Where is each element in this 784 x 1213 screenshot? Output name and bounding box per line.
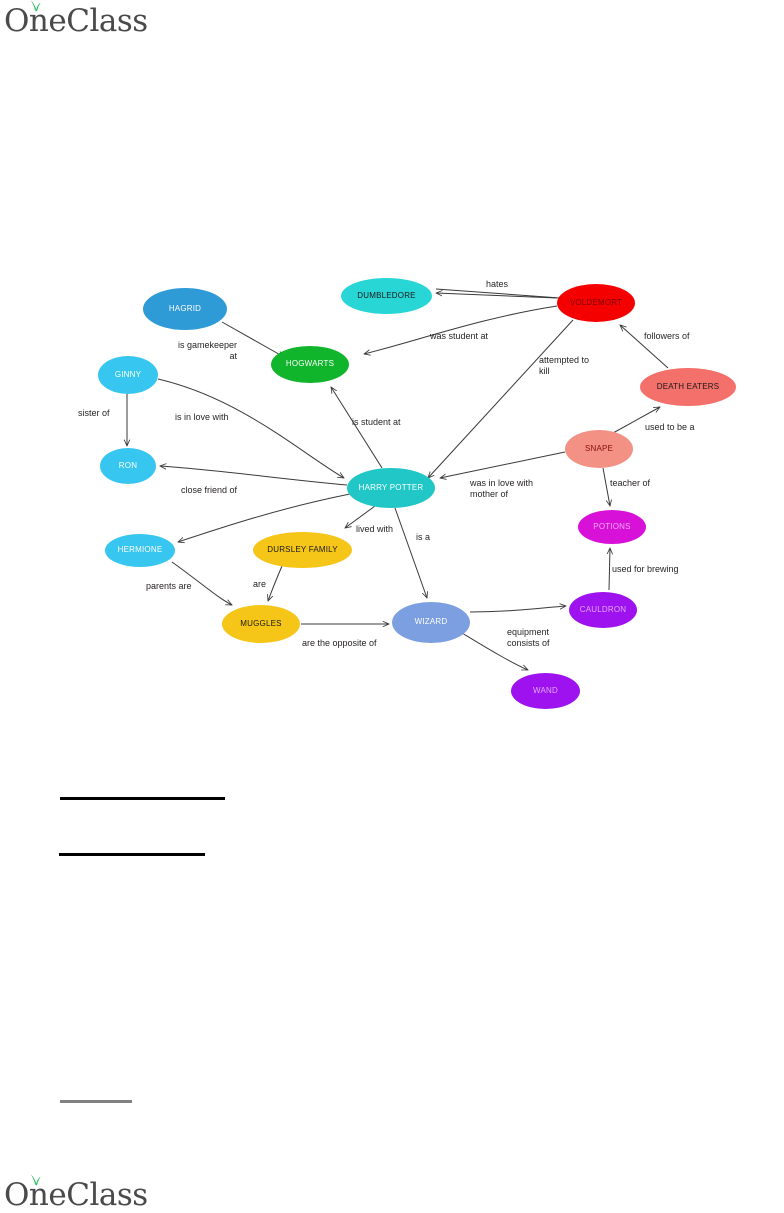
edge-voldemort-dumbledore <box>436 293 558 299</box>
redaction-rule-3 <box>60 1100 132 1103</box>
edge-label-parents-are: parents are <box>146 581 192 591</box>
edge-harry-wizard <box>394 507 427 598</box>
leaf-icon <box>30 1174 41 1186</box>
node-label: WAND <box>533 685 558 695</box>
node-label: HOGWARTS <box>285 359 335 369</box>
node-ron[interactable]: RON <box>100 448 156 484</box>
node-label: HERMIONE <box>117 545 163 555</box>
oneclass-wordmark: OneClass <box>4 3 148 39</box>
node-ginny[interactable]: GINNY <box>98 356 158 394</box>
edge-label-attempted-to-kill: attempted to kill <box>539 355 590 376</box>
edge-label-was-in-love-with-mother-of: was in love with mother of <box>470 478 534 499</box>
edge-label-hates: hates <box>486 279 509 289</box>
node-hermione[interactable]: HERMIONE <box>105 534 175 567</box>
node-label: POTIONS <box>593 521 631 531</box>
edge-label-is-in-love-with: is in love with <box>175 412 229 422</box>
edge-label-is-a: is a <box>416 532 431 542</box>
edge-ginny-harry <box>157 378 344 478</box>
edge-cauldron-potions <box>609 548 610 591</box>
redaction-rule-2 <box>59 853 205 856</box>
node-voldemort[interactable]: VOLDEMORT <box>557 284 635 322</box>
node-death-eaters[interactable]: DEATH EATERS <box>640 368 736 406</box>
edge-label-sister-of: sister of <box>78 408 110 418</box>
oneclass-wordmark: OneClass <box>4 1177 148 1213</box>
node-hogwarts[interactable]: HOGWARTS <box>271 346 349 383</box>
edge-label-used-to-be-a: used to be a <box>645 422 695 432</box>
redaction-rule-1 <box>60 797 225 800</box>
node-harry-potter[interactable]: HARRY POTTER <box>347 468 435 508</box>
edge-snape-harry <box>440 451 566 478</box>
edge-label-was-student-at: was student at <box>430 331 489 341</box>
node-label: SNAPE <box>584 443 614 453</box>
edge-label-used-for-brewing: used for brewing <box>612 564 679 574</box>
node-label: HARRY POTTER <box>358 482 424 492</box>
edge-voldemort-harry <box>428 319 574 478</box>
oneclass-logo-header: OneClass <box>4 0 148 39</box>
node-label: DUMBLEDORE <box>357 290 416 300</box>
node-snape[interactable]: SNAPE <box>565 430 633 468</box>
edge-wizard-cauldron <box>469 606 566 613</box>
edge-dursley-muggles <box>268 565 283 601</box>
node-hagrid[interactable]: HAGRID <box>143 288 227 330</box>
node-muggles[interactable]: MUGGLES <box>222 605 300 643</box>
edge-label-equipment-consists-of: equipment consists of <box>507 627 550 648</box>
node-label: CAULDRON <box>579 604 627 614</box>
node-wizard[interactable]: WIZARD <box>392 602 470 643</box>
edge-label-are: are <box>253 579 267 589</box>
edge-label-lived-with: lived with <box>356 524 394 534</box>
edge-label-is-gamekeeper-at: is gamekeeper at <box>177 340 237 361</box>
node-label: RON <box>118 460 138 470</box>
edge-label-close-friend-of: close friend of <box>181 485 238 495</box>
node-dursley-family[interactable]: DURSLEY FAMILY <box>253 532 352 568</box>
edge-label-is-student-at: is student at <box>352 417 401 427</box>
node-label: GINNY <box>114 369 142 379</box>
oneclass-logo-footer: OneClass <box>4 1174 148 1213</box>
edge-voldemort-dumbledore-2 <box>435 288 561 299</box>
node-label: HAGRID <box>168 303 202 313</box>
node-wand[interactable]: WAND <box>511 673 580 709</box>
leaf-icon <box>30 0 41 12</box>
node-label: MUGGLES <box>240 618 282 628</box>
node-dumbledore[interactable]: DUMBLEDORE <box>341 278 432 314</box>
node-potions[interactable]: POTIONS <box>578 510 646 544</box>
edge-label-teacher-of: teacher of <box>610 478 651 488</box>
edge-label-are-the-opposite-of: are the opposite of <box>302 638 377 648</box>
edge-label-followers-of: followers of <box>644 331 690 341</box>
edge-snape-potions <box>602 467 610 506</box>
node-label: DURSLEY FAMILY <box>267 544 338 554</box>
edge-harry-ron <box>160 466 348 486</box>
node-label: DEATH EATERS <box>656 381 720 391</box>
node-cauldron[interactable]: CAULDRON <box>569 592 637 628</box>
node-label: WIZARD <box>414 617 448 627</box>
node-label: VOLDEMORT <box>569 297 623 307</box>
